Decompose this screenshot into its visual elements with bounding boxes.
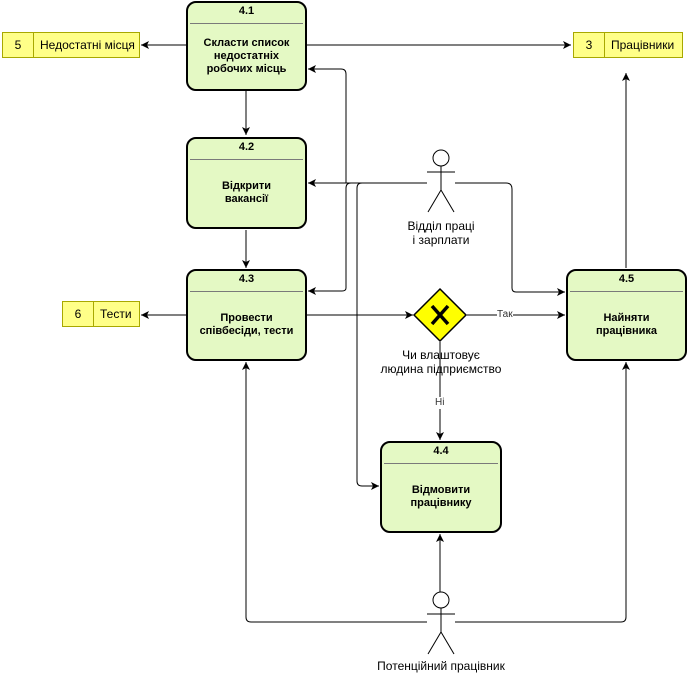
decision-label: Чи влаштовує людина підприємство: [380, 348, 502, 376]
process-4-2: 4.2 Відкрити вакансії: [186, 137, 307, 229]
process-4-3: 4.3 Провести співбесіди, тести: [186, 269, 307, 361]
data-store-name: Працівники: [611, 38, 675, 52]
process-label: Відкрити вакансії: [221, 180, 272, 205]
process-divider: [570, 291, 683, 292]
process-id: 4.3: [238, 273, 255, 285]
actor-candidate-icon: [427, 591, 455, 655]
data-store-id: 5: [3, 33, 34, 57]
edge-label-no: Ні: [435, 397, 445, 409]
process-4-5: 4.5 Найняти працівника: [566, 269, 687, 361]
edge-hr-to-4-3: [308, 182, 427, 295]
actor-hr-department-label: Відділ праці і зарплати: [407, 219, 475, 247]
process-label: Найняти працівника: [595, 312, 658, 337]
data-store-name: Недостатні місця: [40, 38, 135, 52]
edge-hr-to-4-5: [455, 182, 565, 296]
decision-gateway: [412, 287, 468, 343]
data-store-id: 6: [63, 302, 94, 326]
process-label: Провести співбесіди, тести: [199, 312, 294, 337]
process-4-1: 4.1 Скласти список недостатніх робочих м…: [186, 1, 307, 91]
process-id: 4.2: [238, 141, 255, 153]
process-divider: [190, 291, 303, 292]
edge-candidate-to-4-3: [242, 362, 427, 623]
data-store-id: 3: [574, 33, 605, 57]
process-id: 4.5: [618, 273, 635, 285]
process-divider: [384, 463, 498, 464]
actor-candidate-label: Потенційний працівник: [377, 659, 505, 673]
edge-hr-to-4-1: [308, 65, 427, 184]
process-4-4: 4.4 Відмовити працівнику: [380, 441, 502, 533]
process-divider: [190, 159, 303, 160]
process-id: 4.4: [433, 445, 449, 457]
actor-hr-department-icon: [427, 149, 455, 213]
data-store-3: 3 Працівники: [573, 32, 683, 58]
data-store-6: 6 Тести: [62, 301, 140, 327]
process-divider: [190, 23, 303, 24]
data-store-5: 5 Недостатні місця: [2, 32, 140, 58]
edge-candidate-to-4-5: [455, 362, 630, 623]
process-label: Відмовити працівнику: [410, 484, 472, 509]
data-store-name: Тести: [100, 307, 132, 321]
edge-label-yes: Так: [497, 309, 513, 321]
process-id: 4.1: [238, 5, 255, 17]
process-label: Скласти список недостатніх робочих місць: [203, 36, 290, 75]
edge-hr-to-4-4: [356, 182, 427, 490]
